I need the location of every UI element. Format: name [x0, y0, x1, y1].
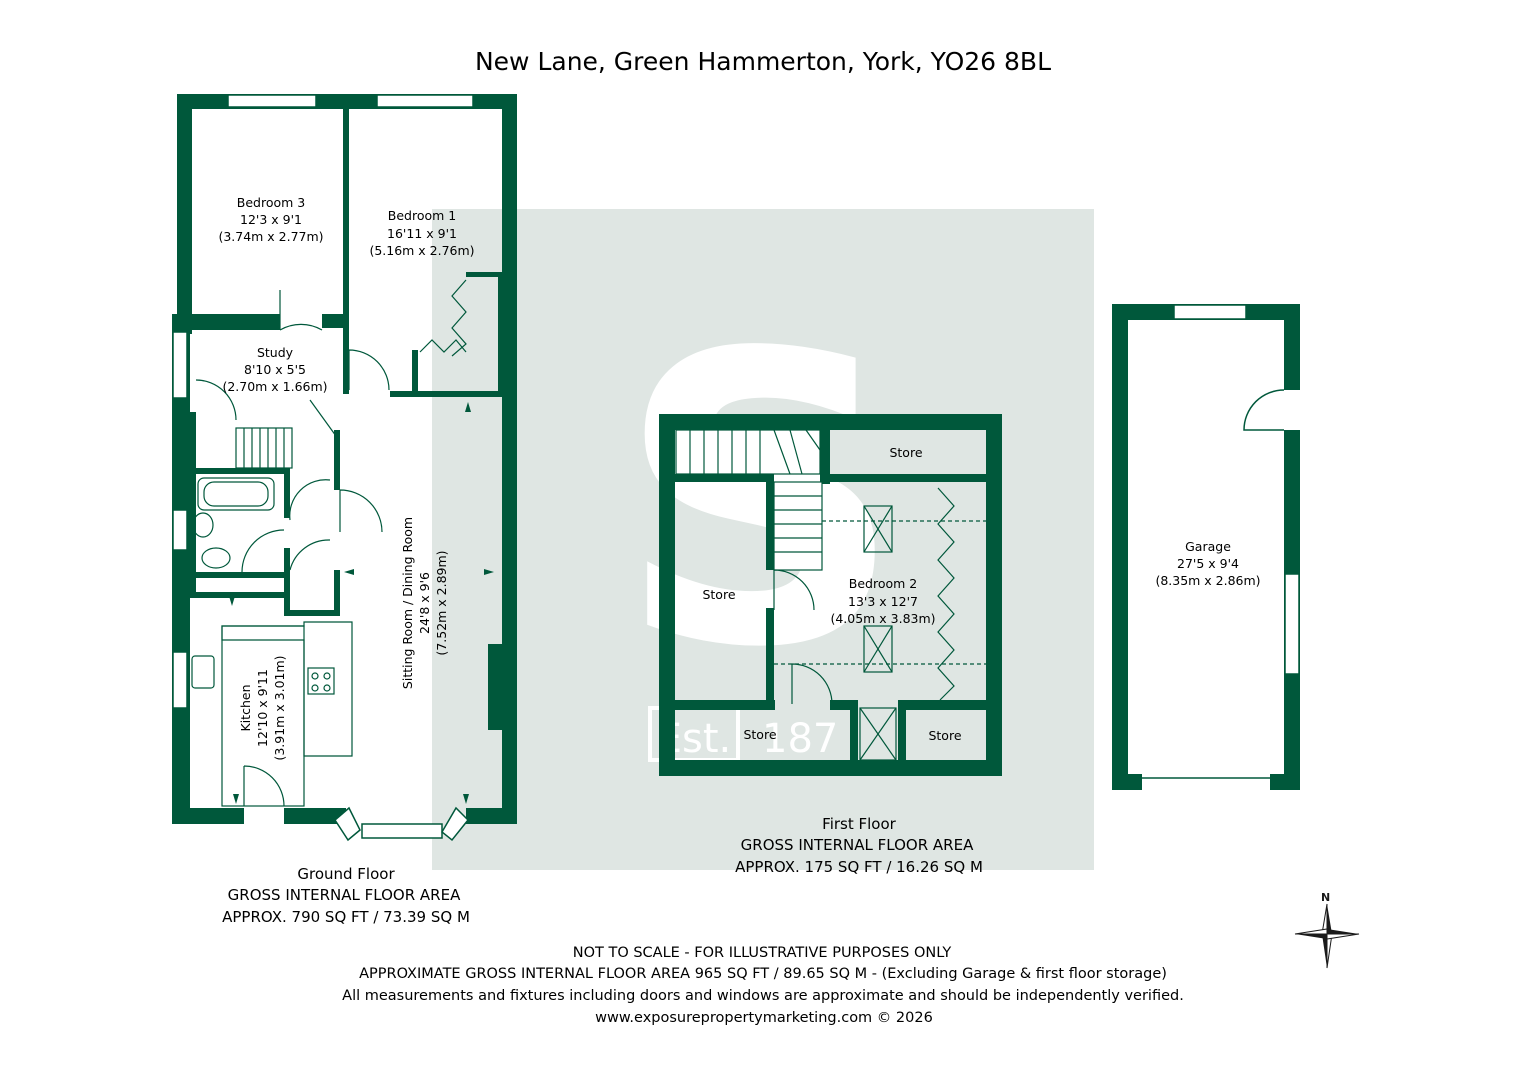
- kitchen-units: [221, 625, 305, 807]
- door-study: [195, 379, 237, 421]
- garage-side-door: [1243, 389, 1285, 431]
- garage-window-side: [1284, 573, 1300, 675]
- window-bathroom: [172, 509, 188, 551]
- bath-basin: [203, 481, 269, 507]
- bedroom1-imperial: 16'11 x 9'1: [387, 226, 457, 241]
- footer-line4: www.exposurepropertymarketing.com © 2026: [595, 1010, 933, 1026]
- skylight-store: [859, 707, 897, 761]
- garage-metric: (8.35m x 2.86m): [1155, 573, 1260, 588]
- ground-floor-windows: [172, 94, 474, 842]
- study-metric: (2.70m x 1.66m): [222, 379, 327, 394]
- bedroom3-metric: (3.74m x 2.77m): [218, 229, 323, 244]
- garage-imperial: 27'5 x 9'4: [1177, 556, 1239, 571]
- compass-north-label: N: [1321, 891, 1330, 904]
- wardrobe-bedroom1-doors: [419, 339, 467, 353]
- kitchen-sink: [191, 655, 215, 689]
- garage-labels: Garage 27'5 x 9'4 (8.35m x 2.86m): [1155, 539, 1260, 588]
- garage-name: Garage: [1185, 539, 1231, 554]
- first-floor-walls: [659, 414, 1002, 776]
- window-bay-left: [334, 806, 361, 842]
- window-bay-right: [441, 806, 470, 842]
- hob: [307, 667, 335, 695]
- door-bedroom1: [348, 349, 390, 391]
- window-bay: [361, 823, 443, 839]
- window-kitchen: [172, 651, 188, 709]
- garage-walls: [1112, 304, 1300, 790]
- ground-floor-labels: Bedroom 3 12'3 x 9'1 (3.74m x 2.77m) Bed…: [218, 195, 474, 926]
- garage-openings: [1142, 304, 1300, 779]
- sitting-metric: (7.52m x 2.89m): [434, 550, 449, 655]
- kitchen-imperial: 12'10 x 9'11: [255, 669, 270, 747]
- ground-markers: [229, 402, 494, 804]
- bedroom2-name: Bedroom 2: [849, 576, 917, 591]
- toilet: [201, 547, 231, 569]
- watermark-panel: [432, 209, 1094, 870]
- bedroom1-metric: (5.16m x 2.76m): [369, 243, 474, 258]
- door-hall: [339, 489, 383, 533]
- first-floor-fixtures: [675, 429, 986, 761]
- door-bedroom2: [791, 663, 833, 705]
- bedroom1-name: Bedroom 1: [388, 208, 456, 223]
- bedroom2-metric: (4.05m x 3.83m): [830, 611, 935, 626]
- store-top-name: Store: [889, 445, 922, 460]
- door-store: [289, 539, 331, 571]
- first-stairs: [675, 429, 823, 571]
- kitchen-worktop: [221, 621, 353, 757]
- first-floor-area-label: GROSS INTERNAL FLOOR AREA: [741, 836, 974, 854]
- door-cupboard: [289, 479, 331, 521]
- footer-line3: All measurements and fixtures including …: [342, 988, 1184, 1004]
- ground-floor-area-value: APPROX. 790 SQ FT / 73.39 SQ M: [222, 908, 470, 926]
- watermark: S Est. 187: [432, 209, 1094, 870]
- compass-icon: N: [1294, 891, 1360, 969]
- bedroom3-name: Bedroom 3: [237, 195, 305, 210]
- ground-floor-area-label: GROSS INTERNAL FLOOR AREA: [228, 886, 461, 904]
- bedroom3-imperial: 12'3 x 9'1: [240, 212, 302, 227]
- door-store-left: [773, 569, 815, 611]
- study-name: Study: [257, 345, 294, 360]
- footer-line2: APPROXIMATE GROSS INTERNAL FLOOR AREA 96…: [359, 966, 1167, 982]
- door-kitchen: [243, 765, 285, 807]
- store-bottom-right-name: Store: [928, 728, 961, 743]
- first-floor-label: First Floor: [822, 815, 896, 833]
- skylight-top: [863, 505, 893, 553]
- bath: [197, 477, 275, 511]
- page-title: New Lane, Green Hammerton, York, YO26 8B…: [475, 47, 1051, 76]
- ground-stairs: [235, 427, 293, 469]
- wardrobe-bedroom1: [451, 279, 467, 357]
- sitting-name: Sitting Room / Dining Room: [400, 517, 415, 689]
- footer: NOT TO SCALE - FOR ILLUSTRATIVE PURPOSES…: [342, 945, 1184, 1026]
- window-bedroom1: [376, 94, 474, 108]
- window-bedroom3: [227, 94, 317, 108]
- door-bathroom: [241, 529, 285, 573]
- wardrobe-bedroom2: [937, 487, 955, 701]
- window-study: [172, 331, 188, 399]
- study-imperial: 8'10 x 5'5: [244, 362, 306, 377]
- first-floor-area-value: APPROX. 175 SQ FT / 16.26 SQ M: [735, 858, 983, 876]
- watermark-year: 187: [762, 716, 838, 762]
- first-floor-labels: Store Store Store Store Bedroom 2 13'3 x…: [702, 445, 982, 876]
- ground-floor-fixtures: [191, 279, 467, 807]
- sitting-imperial: 24'8 x 9'6: [417, 572, 432, 634]
- kitchen-metric: (3.91m x 3.01m): [272, 655, 287, 760]
- skylight-bottom: [863, 625, 893, 673]
- washbasin: [192, 512, 214, 538]
- door-sitting: [309, 399, 337, 437]
- footer-line1: NOT TO SCALE - FOR ILLUSTRATIVE PURPOSES…: [573, 945, 952, 961]
- store-bottom-left-name: Store: [743, 727, 776, 742]
- door-bedroom3: [279, 290, 323, 331]
- store-left-name: Store: [702, 587, 735, 602]
- ground-floor-label: Ground Floor: [297, 865, 395, 883]
- kitchen-name: Kitchen: [238, 685, 253, 732]
- garage-window-top: [1173, 304, 1247, 320]
- bedroom2-imperial: 13'3 x 12'7: [848, 594, 918, 609]
